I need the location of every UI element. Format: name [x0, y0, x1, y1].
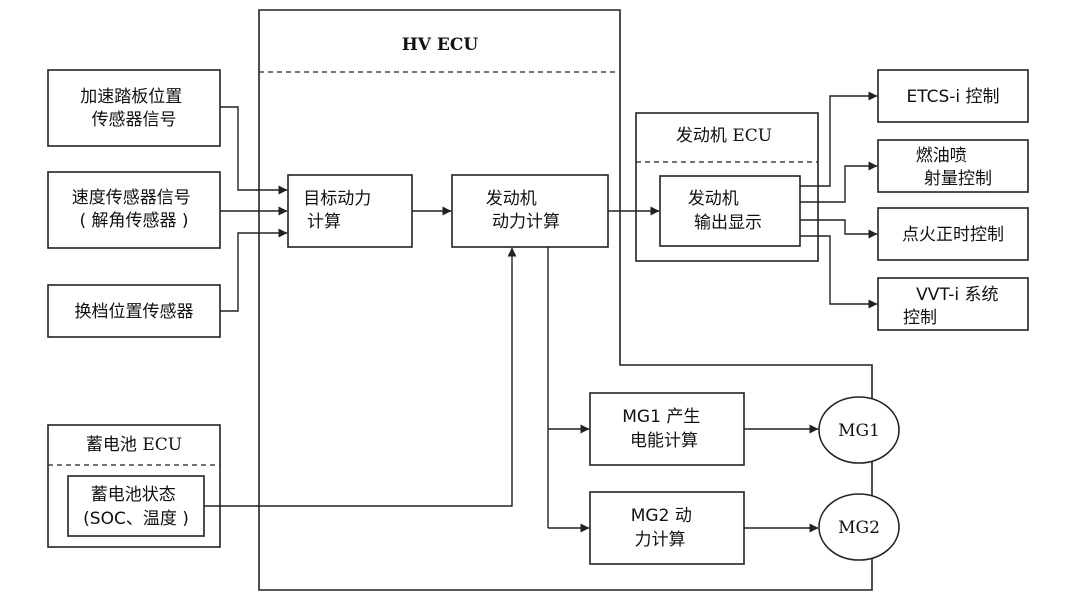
output-vvt-control: VVT-i 系统 控制 — [877, 277, 1029, 331]
engine-power-calc-block: 发动机 动力计算 — [451, 174, 609, 248]
mg1-label: MG1 — [838, 421, 880, 441]
battery-ecu-container: 蓄电池 ECU 蓄电池状态 (SOC、温度 ) — [47, 424, 221, 548]
svg-text:发动机 动力计算: 发动机 动力计算 — [486, 189, 560, 232]
etcs-label: ETCS-i 控制 — [906, 87, 999, 107]
battery-ecu-title: 蓄电池 ECU — [86, 435, 182, 455]
mg2-motor: MG2 — [818, 493, 900, 561]
arrow-output-to-fuel — [800, 161, 878, 203]
engine-output-line-1: 发动机 — [688, 189, 739, 209]
input-accelerator-sensor: 加速踏板位置 传感器信号 — [47, 69, 221, 147]
svg-text:发动机 输出显示: 发动机 输出显示 — [688, 189, 762, 233]
svg-text:加速踏板位置 传感器信号: 加速踏板位置 传感器信号 — [80, 87, 187, 130]
hv-ecu-container: HV ECU — [258, 9, 873, 591]
svg-text:MG2 动 力计算: MG2 动 力计算 — [631, 506, 697, 550]
svg-text:MG1 产生 电能计算: MG1 产生 电能计算 — [622, 407, 705, 451]
connectors — [204, 91, 878, 533]
ignition-label: 点火正时控制 — [902, 225, 1004, 245]
engine-output-display-box — [659, 175, 801, 247]
engine-power-line-2: 动力计算 — [492, 212, 560, 232]
engine-output-line-2: 输出显示 — [694, 213, 762, 233]
input-speed-sensor: 速度传感器信号 ( 解角传感器 ) — [47, 171, 221, 249]
output-fuel-injection-control: 燃油喷 射量控制 — [877, 139, 1029, 193]
vvt-label-line-2: 控制 — [903, 308, 937, 328]
mg2-power-line-2: 力计算 — [635, 530, 686, 550]
mg1-motor: MG1 — [818, 396, 900, 464]
fuel-label-line-1: 燃油喷 — [916, 146, 967, 166]
mg2-label: MG2 — [838, 518, 880, 538]
mg2-power-line-1: MG2 动 — [631, 506, 692, 526]
mg2-power-calc-block: MG2 动 力计算 — [589, 491, 745, 565]
arrow-output-to-ignition — [800, 219, 878, 239]
hv-ecu-title: HV ECU — [402, 35, 479, 55]
svg-text:蓄电池状态 (SOC、温度 ): 蓄电池状态 (SOC、温度 ) — [83, 485, 189, 529]
battery-state-line-1: 蓄电池状态 — [91, 485, 176, 505]
mg1-power-line-1: MG1 产生 — [622, 407, 700, 427]
vvt-label-line-1: VVT-i 系统 — [916, 285, 998, 305]
arrow-battery-to-engine-power — [204, 247, 517, 507]
output-etcs-control: ETCS-i 控制 — [877, 69, 1029, 123]
arrow-shift-to-target — [220, 228, 288, 312]
accelerator-label-line-2: 传感器信号 — [92, 110, 177, 130]
arrow-output-to-etcs — [800, 91, 878, 187]
fuel-label-line-2: 射量控制 — [924, 169, 992, 189]
output-ignition-timing-control: 点火正时控制 — [877, 207, 1029, 261]
arrow-accelerator-to-target — [220, 106, 288, 195]
arrow-output-to-vvt — [800, 235, 878, 309]
speed-label-line-2: ( 解角传感器 ) — [79, 211, 188, 231]
svg-text:VVT-i 系统 控制: VVT-i 系统 控制 — [903, 285, 1004, 328]
mg1-power-line-2: 电能计算 — [630, 431, 698, 451]
input-shift-position-sensor: 换档位置传感器 — [47, 284, 221, 338]
battery-state-line-2: (SOC、温度 ) — [83, 509, 189, 529]
mg1-power-calc-block: MG1 产生 电能计算 — [589, 392, 745, 466]
engine-ecu-title: 发动机 ECU — [676, 126, 772, 146]
engine-ecu-container: 发动机 ECU 发动机 输出显示 — [635, 112, 819, 262]
target-power-calc-block: 目标动力 计算 — [287, 174, 413, 248]
accelerator-label-line-1: 加速踏板位置 — [80, 87, 182, 107]
svg-text:速度传感器信号 ( 解角传感器 ): 速度传感器信号 ( 解角传感器 ) — [72, 188, 196, 231]
target-power-line-1: 目标动力 — [303, 189, 371, 209]
speed-label-line-1: 速度传感器信号 — [72, 188, 191, 208]
svg-text:燃油喷 射量控制: 燃油喷 射量控制 — [916, 146, 992, 189]
target-power-line-2: 计算 — [307, 212, 341, 232]
svg-text:目标动力 计算: 目标动力 计算 — [303, 189, 376, 232]
shift-label: 换档位置传感器 — [75, 302, 194, 322]
engine-power-line-1: 发动机 — [486, 189, 537, 209]
